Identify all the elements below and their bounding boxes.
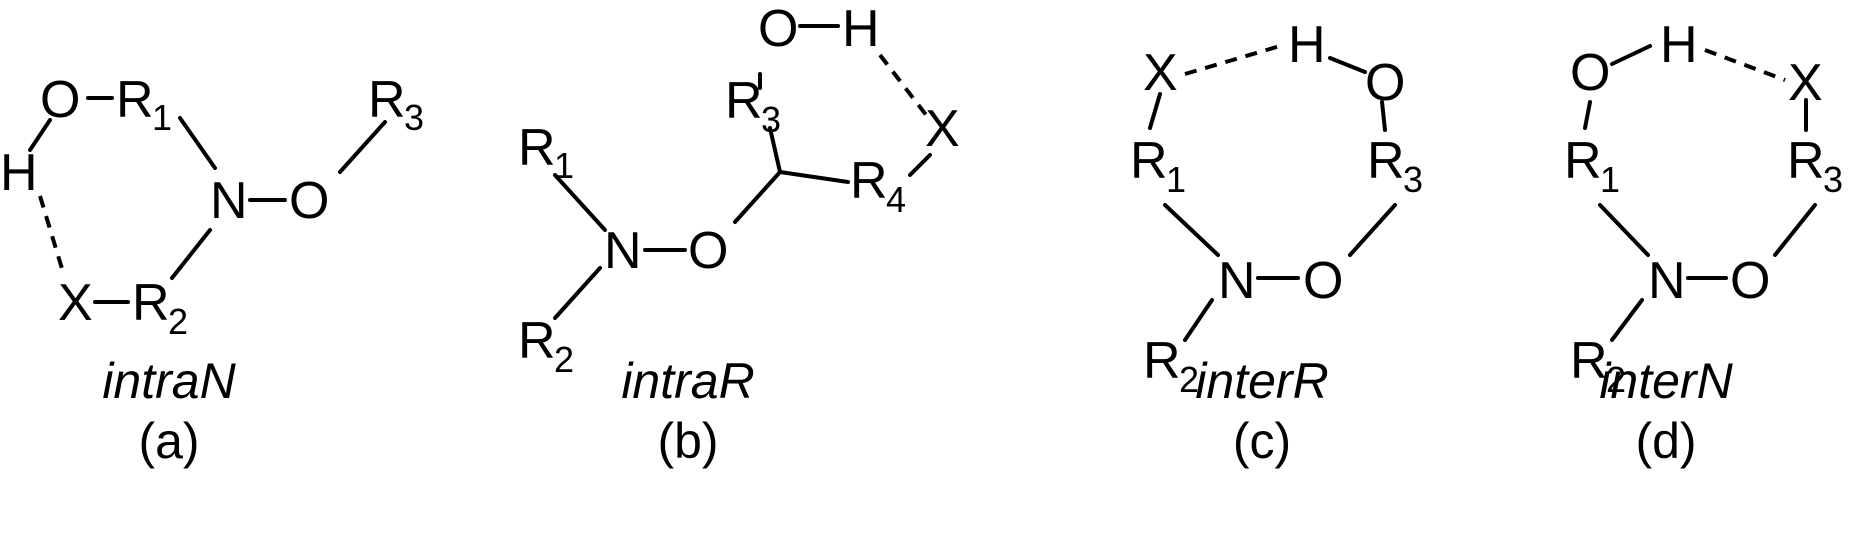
subscript-1: 1	[554, 145, 574, 186]
panel-b: R 1 N O R 2 R 3 O H R 4 X intraR (b)	[518, 0, 960, 469]
panel-a: O R 1 H N O R 3 X R 2 intraN (a)	[0, 71, 424, 469]
bond-r3-o	[1773, 203, 1817, 257]
bond-o-r3	[338, 120, 387, 174]
bond-n-r2	[170, 228, 212, 280]
atom-x: X	[1143, 44, 1178, 102]
bond-o-h	[28, 118, 52, 152]
panel-c: X H O R 1 R 3 N O R 2 interR (c)	[1130, 16, 1423, 469]
bond-r3-o	[1348, 203, 1397, 257]
atom-r3: R	[725, 72, 763, 130]
subscript-1: 1	[1600, 159, 1620, 200]
subscript-2: 2	[1606, 359, 1626, 400]
hbond-h-x	[1704, 48, 1786, 82]
panel-tag: (a)	[138, 413, 199, 469]
bond-r1-n	[1163, 203, 1220, 257]
subscript-1: 1	[152, 97, 172, 138]
subscript-3: 3	[761, 99, 781, 140]
atom-o: O	[688, 222, 728, 280]
atom-r2: R	[518, 312, 556, 370]
bond-c-r4	[778, 170, 850, 184]
hbond-h-x	[878, 53, 932, 122]
atom-r1: R	[1564, 132, 1602, 190]
atom-n: N	[1648, 252, 1686, 310]
atom-r2: R	[1570, 332, 1608, 390]
bond-c-r3	[768, 126, 782, 174]
bond-o-r3	[1380, 100, 1387, 132]
bond-n-r2	[553, 266, 602, 320]
atom-n: N	[604, 222, 642, 280]
bond-n-r2	[1610, 298, 1644, 342]
bond-n-r2	[1183, 298, 1214, 342]
subscript-3: 3	[404, 97, 424, 138]
panel-name: interN	[1599, 353, 1733, 409]
panel-name: intraN	[102, 353, 236, 409]
atom-h: H	[1660, 16, 1698, 74]
bond-r1-n	[178, 116, 217, 170]
panel-name: intraR	[621, 353, 754, 409]
atom-n: N	[1218, 252, 1256, 310]
subscript-2: 2	[168, 301, 188, 342]
atom-x: X	[58, 274, 93, 332]
panel-tag: (d)	[1635, 413, 1696, 469]
atom-r1: R	[116, 71, 154, 129]
subscript-1: 1	[1166, 159, 1186, 200]
bond-o-c	[733, 170, 782, 224]
atom-o2: O	[289, 172, 329, 230]
atom-r3: R	[1367, 132, 1405, 190]
subscript-2: 2	[554, 339, 574, 380]
bond-h-o	[1328, 56, 1367, 74]
atom-r3: R	[368, 71, 406, 129]
bond-r1-n	[553, 173, 607, 232]
atom-x: X	[1788, 54, 1823, 112]
atom-r2: R	[132, 274, 170, 332]
panel-d: O H X R 1 R 3 N O R 2 interN (d)	[1564, 16, 1843, 469]
atom-o2: O	[1730, 252, 1770, 310]
panel-name: interR	[1195, 353, 1328, 409]
bond-x-r1	[1148, 92, 1162, 130]
atom-r1: R	[1130, 132, 1168, 190]
hbond-x-h	[1184, 44, 1281, 76]
atom-h: H	[1288, 16, 1326, 74]
atom-r4: R	[850, 152, 888, 210]
bond-o-r1	[1583, 100, 1592, 130]
atom-h: H	[842, 0, 880, 58]
atom-o: O	[40, 71, 80, 129]
atom-r2: R	[1143, 332, 1181, 390]
panel-tag: (b)	[657, 413, 718, 469]
hbond-h-x	[38, 195, 65, 273]
bond-o-h	[1610, 44, 1652, 66]
subscript-4: 4	[886, 179, 906, 220]
atom-o2: O	[758, 0, 798, 58]
atom-r1: R	[518, 119, 556, 177]
bond-r1-n	[1598, 203, 1650, 257]
atom-o2: O	[1303, 252, 1343, 310]
subscript-3: 3	[1403, 159, 1423, 200]
subscript-3: 3	[1823, 159, 1843, 200]
atom-o: O	[1570, 44, 1610, 102]
atom-h: H	[0, 144, 38, 202]
panel-tag: (c)	[1233, 413, 1291, 469]
atom-x: X	[925, 100, 960, 158]
atom-n: N	[210, 172, 248, 230]
subscript-2: 2	[1179, 359, 1199, 400]
atom-r3: R	[1787, 132, 1825, 190]
bond-r4-x	[908, 153, 932, 177]
atom-o: O	[1365, 54, 1405, 112]
